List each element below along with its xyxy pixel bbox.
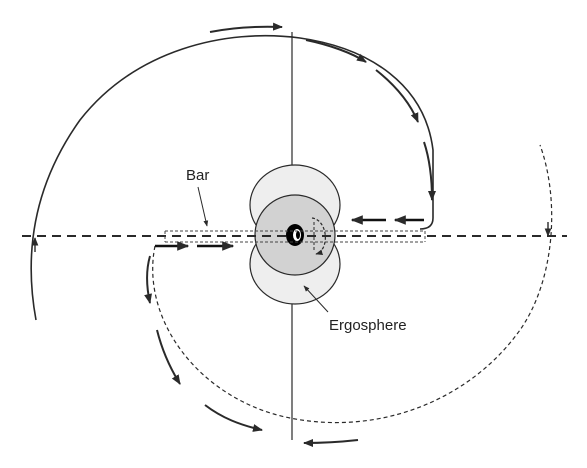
black-hole <box>286 224 304 246</box>
bar <box>164 230 426 243</box>
bar-label: Bar <box>186 167 209 184</box>
ergosphere-label: Ergosphere <box>329 317 407 334</box>
upper-flow-arrows <box>209 22 436 201</box>
incoming-spiral-solid <box>30 34 434 321</box>
bar-pointer <box>197 186 209 227</box>
ergosphere-pointer <box>303 285 329 313</box>
inner-orbit-arrow <box>311 217 326 255</box>
outgoing-spiral-dashed <box>152 144 553 424</box>
lower-flow-arrows <box>144 255 359 447</box>
